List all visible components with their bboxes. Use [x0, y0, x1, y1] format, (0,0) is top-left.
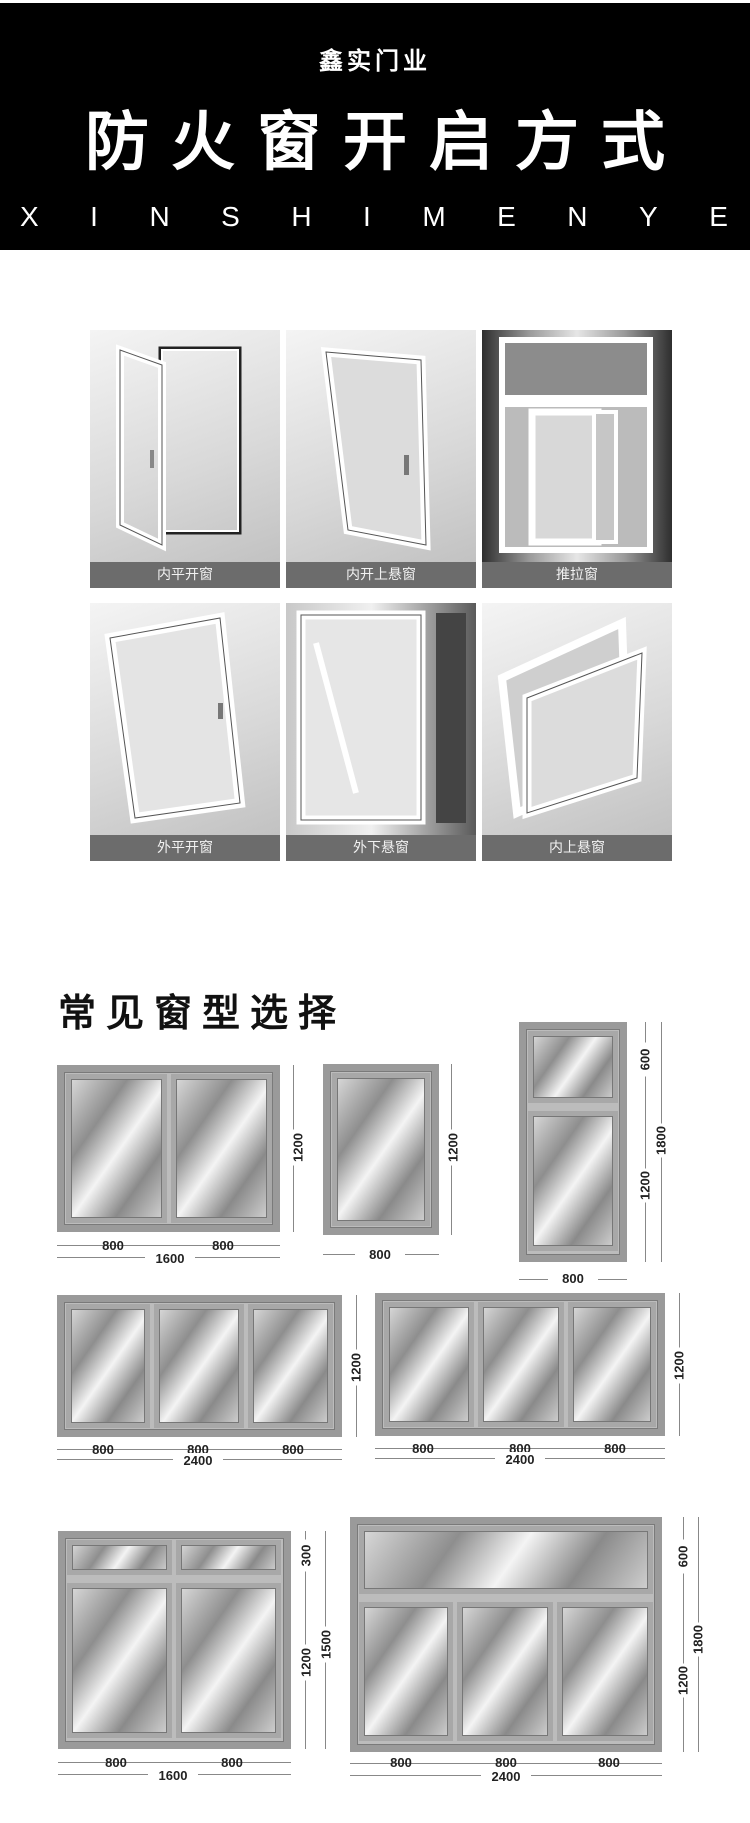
header-banner: 鑫实门业 防火窗开启方式 X I N S H I M E N Y E [0, 3, 750, 250]
opening-type-card-sliding: 推拉窗 [482, 330, 672, 588]
window-pane [384, 1302, 474, 1427]
transom-height-dimension: 600 [637, 1042, 653, 1077]
width-dimension: 800 [412, 1441, 434, 1456]
total-width-dimension: 2400 [173, 1453, 223, 1468]
section-title: 常见窗型选择 [58, 990, 347, 1035]
window-pane [332, 1073, 430, 1226]
window-pane [66, 1074, 167, 1223]
inward-top-hung-window-photo-icon [497, 616, 647, 820]
window-frame [323, 1064, 439, 1235]
window-frame [58, 1531, 291, 1749]
transom-height-dimension: 600 [675, 1539, 691, 1574]
window-pane [171, 1074, 272, 1223]
window-frame [350, 1517, 662, 1752]
window-pane [528, 1111, 618, 1251]
total-width-dimension: 1600 [148, 1768, 198, 1783]
width-dimension: 800 [495, 1755, 517, 1770]
width-dimension: 800 [212, 1238, 234, 1253]
window-pane [67, 1583, 172, 1738]
window-frame [375, 1293, 665, 1436]
inward-casement-window-photo-icon [116, 344, 242, 552]
window-frame [519, 1022, 627, 1262]
opening-type-card-outward-casement: 外平开窗 [90, 603, 280, 861]
height-dimension: 1200 [671, 1347, 687, 1384]
sliding-window-photo-icon [499, 337, 653, 553]
brand-name: 鑫实门业 [319, 47, 431, 75]
pinyin-letter: E [709, 201, 728, 232]
page-title: 防火窗开启方式 [85, 106, 687, 180]
pinyin-letter: N [567, 201, 588, 232]
width-dimension: 800 [390, 1755, 412, 1770]
height-dimension: 1200 [298, 1644, 314, 1681]
window-pane [66, 1304, 150, 1428]
pinyin-letter: E [497, 201, 516, 232]
window-pane [568, 1302, 656, 1427]
inward-tilt-window-photo-icon [320, 347, 431, 551]
pinyin-letter: I [363, 201, 371, 232]
opening-type-card-inward-casement: 内平开窗 [90, 330, 280, 588]
opening-type-label: 推拉窗 [482, 562, 672, 588]
opening-type-card-outward-awning: 外下悬窗 [286, 603, 476, 861]
pinyin-letter: N [149, 201, 170, 232]
width-dimension: 800 [548, 1271, 598, 1286]
width-dimension: 800 [92, 1442, 114, 1457]
opening-type-label: 外平开窗 [90, 835, 280, 861]
total-height-dimension: 1800 [653, 1123, 669, 1158]
window-pane [248, 1304, 333, 1428]
window-pane [557, 1602, 653, 1741]
total-width-dimension: 1600 [145, 1251, 195, 1266]
window-pane [478, 1302, 564, 1427]
transom-height-dimension: 300 [298, 1539, 314, 1572]
opening-type-label: 内平开窗 [90, 562, 280, 588]
width-dimension: 800 [598, 1755, 620, 1770]
window-frame [57, 1065, 280, 1232]
total-width-dimension: 2400 [495, 1452, 545, 1467]
opening-type-label: 内上悬窗 [482, 835, 672, 861]
width-dimension: 800 [221, 1755, 243, 1770]
window-frame [57, 1295, 342, 1437]
pinyin-letter: H [291, 201, 312, 232]
pinyin-letter: I [90, 201, 98, 232]
opening-type-card-inward-top-hung: 内上悬窗 [482, 603, 672, 861]
outward-casement-window-photo-icon [104, 612, 246, 824]
outward-awning-window-photo-icon [296, 610, 466, 825]
width-dimension: 800 [355, 1247, 405, 1262]
window-pane [359, 1602, 453, 1741]
height-dimension: 1200 [445, 1129, 461, 1166]
height-dimension: 1200 [637, 1168, 653, 1203]
width-dimension: 800 [282, 1442, 304, 1457]
total-width-dimension: 2400 [481, 1769, 531, 1784]
window-transom-pane [528, 1031, 618, 1103]
window-pane [457, 1602, 553, 1741]
pinyin-letter: Y [639, 201, 658, 232]
brand-pinyin: X I N S H I M E N Y E [0, 201, 750, 233]
window-pane [154, 1304, 244, 1428]
height-dimension: 1200 [290, 1129, 306, 1166]
window-transom-pane [176, 1540, 281, 1575]
window-pane [176, 1583, 281, 1738]
width-dimension: 800 [105, 1755, 127, 1770]
window-transom-pane [359, 1526, 653, 1594]
opening-type-card-inward-tilt: 内开上悬窗 [286, 330, 476, 588]
width-dimension: 800 [604, 1441, 626, 1456]
pinyin-letter: S [221, 201, 240, 232]
opening-type-label: 内开上悬窗 [286, 562, 476, 588]
width-dimension: 800 [102, 1238, 124, 1253]
opening-type-label: 外下悬窗 [286, 835, 476, 861]
height-dimension: 1200 [348, 1349, 364, 1386]
height-dimension: 1200 [675, 1663, 691, 1698]
pinyin-letter: M [422, 201, 446, 232]
pinyin-letter: X [20, 201, 39, 232]
window-transom-pane [67, 1540, 172, 1575]
total-height-dimension: 1800 [690, 1622, 706, 1657]
total-height-dimension: 1500 [318, 1626, 334, 1663]
